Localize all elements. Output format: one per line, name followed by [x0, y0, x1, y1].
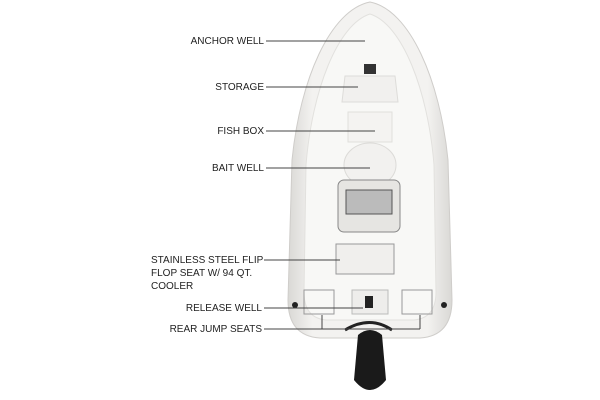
- console-panel: [345, 189, 393, 215]
- rear-jump-seat-left: [303, 289, 335, 315]
- flip-flop-seat: [335, 243, 395, 275]
- leader-lines: [264, 40, 421, 330]
- rear-jump-seat-right: [401, 289, 433, 315]
- label-line: COOLER: [151, 281, 194, 292]
- storage-lid: [341, 75, 399, 103]
- label-storage: STORAGE: [215, 82, 264, 93]
- label-line: FLOP SEAT W/ 94 QT.: [151, 268, 253, 279]
- label-release-well: RELEASE WELL: [185, 303, 262, 314]
- storage-hatch: [364, 64, 376, 74]
- label-rear-jump-seats: REAR JUMP SEATS: [169, 324, 262, 335]
- label-bait-well: BAIT WELL: [211, 163, 264, 174]
- fish-box-lid: [347, 111, 393, 143]
- label-line: STAINLESS STEEL FLIP: [151, 255, 264, 266]
- label-anchor-well: ANCHOR WELL: [190, 36, 264, 47]
- label-fish-box: FISH BOX: [217, 126, 264, 137]
- label-flip-flop-seat: STAINLESS STEEL FLIP FLOP SEAT W/ 94 QT.…: [151, 254, 263, 293]
- outboard-motor: [354, 330, 386, 390]
